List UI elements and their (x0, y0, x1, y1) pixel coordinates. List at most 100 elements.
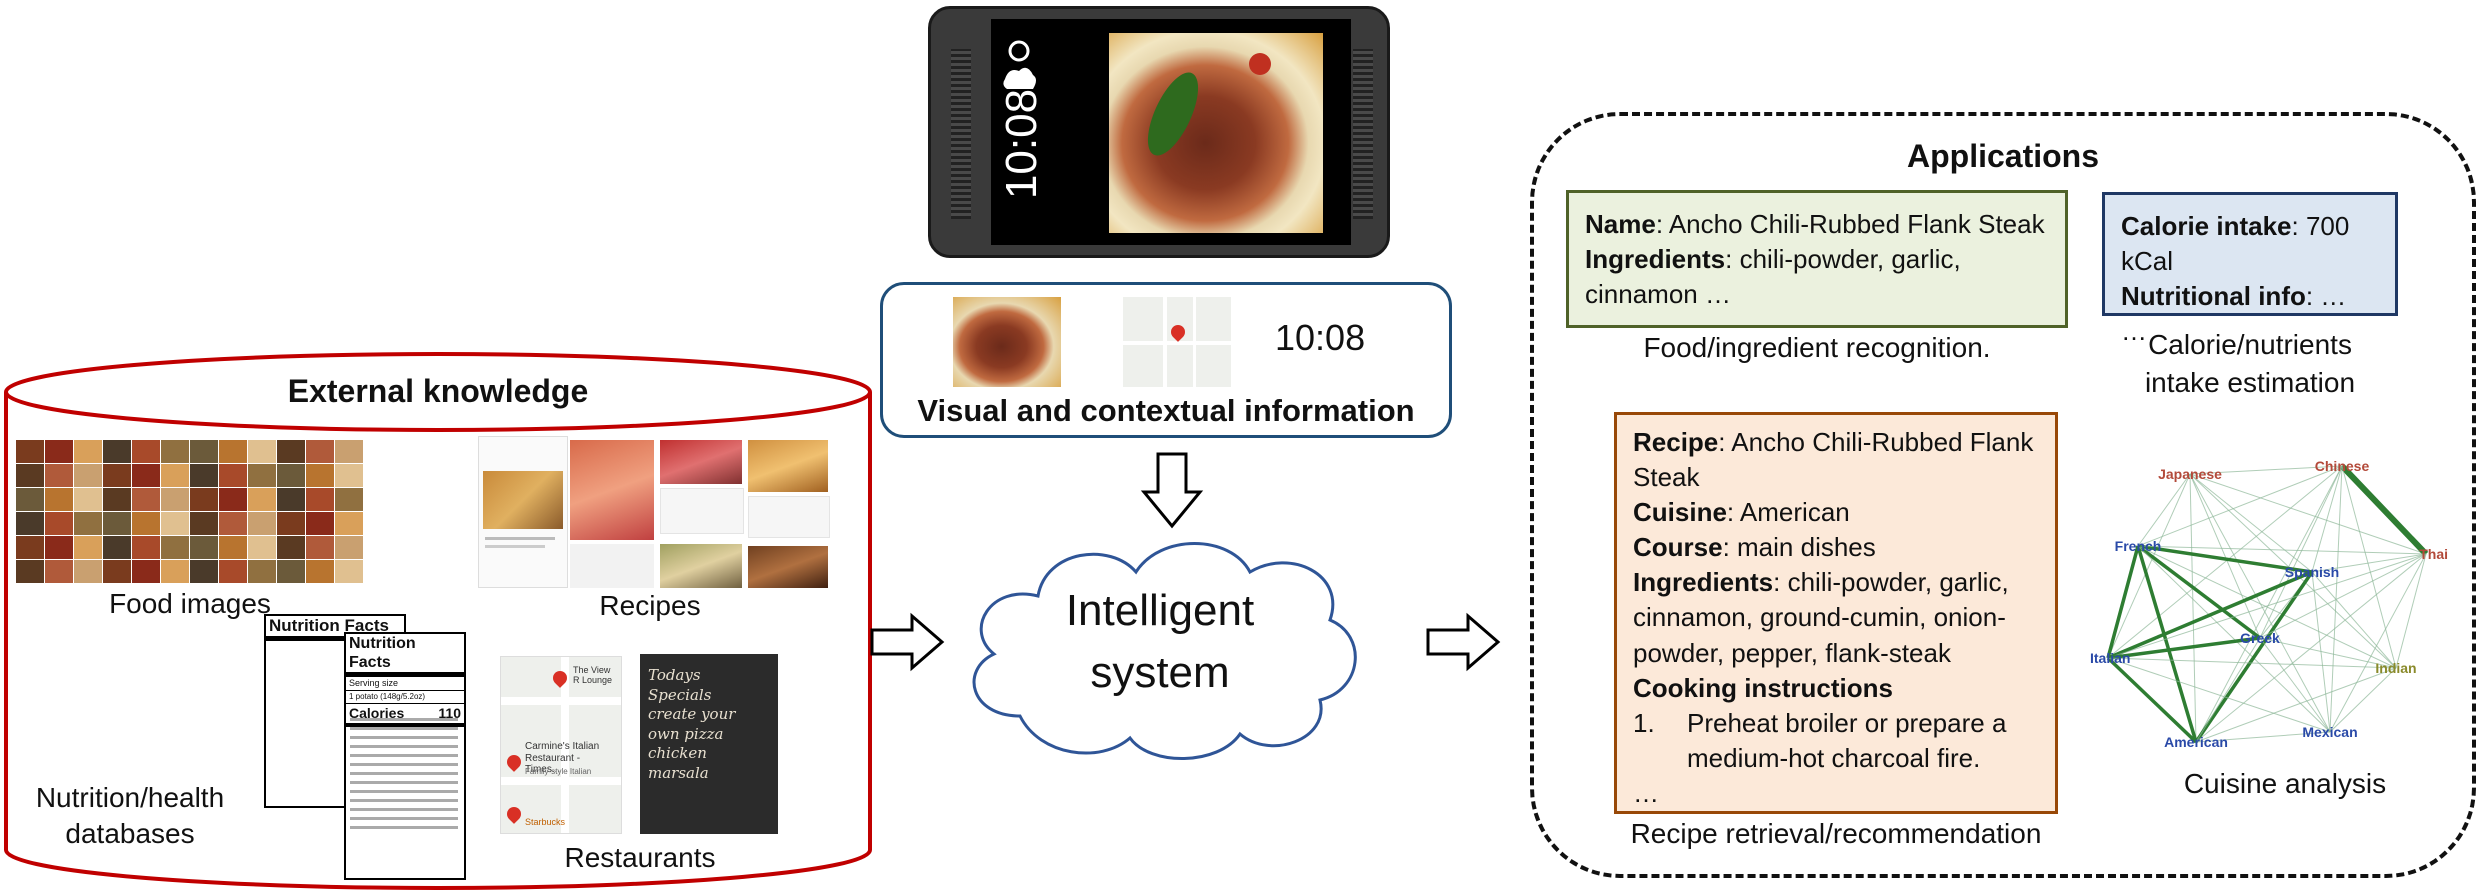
cuisine-edge (2107, 473, 2191, 659)
cuisine-edge (2107, 465, 2343, 659)
food-image-tile (190, 560, 218, 583)
cuisine-edge (2311, 571, 2397, 669)
applications-title: Applications (1906, 138, 2099, 174)
chalk-line: Specials (648, 685, 712, 704)
step-text: Preheat broiler or prepare a medium-hot … (1687, 707, 2007, 773)
right-arrow-icon (1426, 612, 1501, 672)
food-image-tile (248, 512, 276, 535)
cuisine-edge (2195, 553, 2427, 743)
cuisine-edge (2259, 465, 2343, 639)
calorie-intake-key: Calorie intake (2121, 211, 2292, 241)
food-image-tile (335, 560, 363, 583)
food-image-tile (16, 536, 44, 559)
chalk-line: own pizza (648, 724, 724, 743)
cuisine-edge (2137, 545, 2331, 733)
recipe-value: : Ancho Chili-Rubbed Flank Steak (1633, 427, 2034, 493)
cuisine-edge (2136, 544, 2262, 640)
food-image-tile (248, 488, 276, 511)
cuisine-edge (2189, 473, 2261, 639)
food-image-tile (161, 536, 189, 559)
food-image-tile (306, 560, 334, 583)
cuisine-edge (2189, 473, 2397, 669)
cuisine-edge (2137, 545, 2397, 669)
nutritional-info-value: : … (2305, 281, 2347, 312)
cuisine-caption: Cuisine analysis (2183, 768, 2387, 799)
cuisine-edge (2189, 473, 2427, 555)
food-image-tile (132, 488, 160, 511)
food-image-tile (161, 464, 189, 487)
cuisine-edge (2194, 571, 2314, 743)
food-image-tile (248, 536, 276, 559)
food-image-tile (306, 488, 334, 511)
context-food-photo (953, 297, 1061, 387)
food-image-tile (45, 560, 73, 583)
cuisine-edge (2195, 667, 2397, 743)
food-image-tile (45, 512, 73, 535)
cuisine-edge (2189, 465, 2343, 475)
food-image-tile (277, 464, 305, 487)
food-image-tile (190, 512, 218, 535)
cuisine-edge (2107, 570, 2313, 660)
food-image-tile (45, 488, 73, 511)
food-image-tile (132, 512, 160, 535)
food-ingredients-key: Ingredients (1585, 244, 1726, 275)
calorie-intake-value: : 700 kCal (2121, 211, 2350, 277)
system-line-1: Intelligent (1065, 586, 1255, 635)
food-image-tile (161, 488, 189, 511)
food-image-tile (248, 464, 276, 487)
cuisine-edge (2195, 465, 2343, 743)
cuisine-edge (2107, 553, 2427, 659)
food-images-label: Food images (109, 588, 271, 619)
applications-panel (1530, 112, 2476, 878)
food-image-tile (306, 440, 334, 463)
calorie-more: … (2121, 316, 2147, 347)
nutrition-calories-label: Calories (349, 704, 405, 721)
cuisine-edge (2189, 473, 2313, 573)
cuisine-edge (2339, 463, 2429, 557)
cuisine-edge (2195, 637, 2261, 743)
cuisine-edge (2107, 636, 2261, 660)
cuisine-edge (2107, 657, 2397, 669)
cuisine-node-italian: Italian (2090, 650, 2130, 666)
food-image-tile (277, 488, 305, 511)
external-knowledge-title: External knowledge (287, 373, 589, 409)
food-image-tile (103, 560, 131, 583)
food-ingredients-value: : chili-powder, garlic, cinnamon … (1585, 244, 1961, 310)
cuisine-edge (2259, 637, 2397, 669)
food-image-tile (306, 464, 334, 487)
food-image-tile (16, 512, 44, 535)
food-image-tile (335, 440, 363, 463)
food-image-tile (306, 512, 334, 535)
cuisine-edge (2137, 544, 2313, 574)
step-number: 1. (1633, 707, 1655, 738)
calorie-caption: Calorie/nutrients intake estimation (2088, 326, 2412, 402)
food-image-tile (248, 440, 276, 463)
chalk-line: chicken marsala (648, 744, 709, 782)
cuisine-node-indian: Indian (2375, 660, 2416, 676)
food-image-tile (103, 464, 131, 487)
food-image-tile (45, 536, 73, 559)
calorie-caption-line-1: Calorie/nutrients (2148, 329, 2352, 360)
food-image-tile (74, 560, 102, 583)
context-map (1123, 297, 1231, 387)
recipes-collage (478, 436, 830, 596)
recipe-more: … (1633, 777, 1659, 808)
food-image-tile (219, 536, 247, 559)
food-image-tile (132, 560, 160, 583)
food-image-tile (277, 440, 305, 463)
food-image-tile (190, 536, 218, 559)
food-image-tile (248, 560, 276, 583)
food-recognition-caption: Food/ingredient recognition. (1643, 332, 1991, 363)
context-title: Visual and contextual information (917, 393, 1415, 428)
food-image-tile (74, 536, 102, 559)
nutrition-serving-label: Serving size (349, 678, 399, 689)
cuisine-node-french: French (2115, 538, 2162, 554)
food-image-tile (16, 560, 44, 583)
cuisine-edge (2189, 473, 2331, 733)
cuisine-edge (2137, 473, 2191, 547)
food-image-tile (161, 560, 189, 583)
cuisine-edge (2137, 465, 2343, 547)
food-image-tile (132, 440, 160, 463)
food-image-tile (306, 536, 334, 559)
